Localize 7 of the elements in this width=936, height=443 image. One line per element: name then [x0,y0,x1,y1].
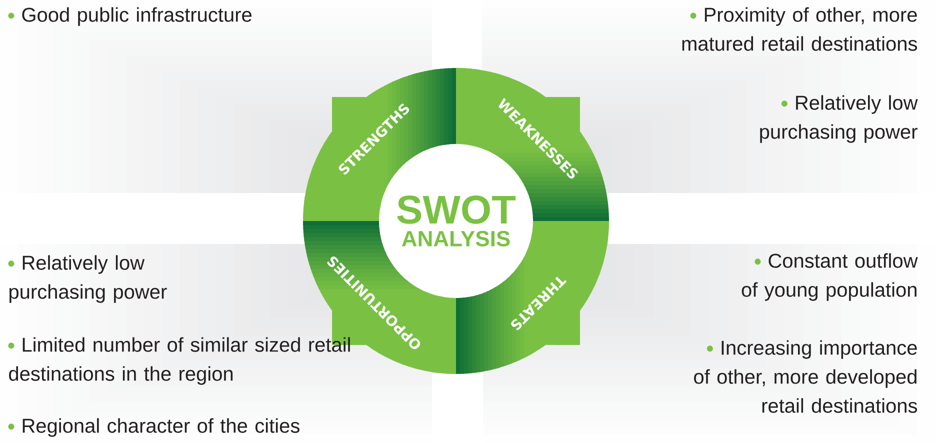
bullet-point: Regional character of the cities [8,418,300,437]
bullet-point: Constant outflow of young population [742,253,918,301]
bullet-point: Good public infrastructure [8,7,252,26]
bullet-point: Relatively low purchasing power [760,95,918,143]
bullet-point: Proximity of other, more matured retail destinations [682,7,918,51]
bullet-point: Increasing importance of other, more developed retail destinations [694,340,918,413]
bullet-point: Relatively low purchasing power [8,255,167,303]
